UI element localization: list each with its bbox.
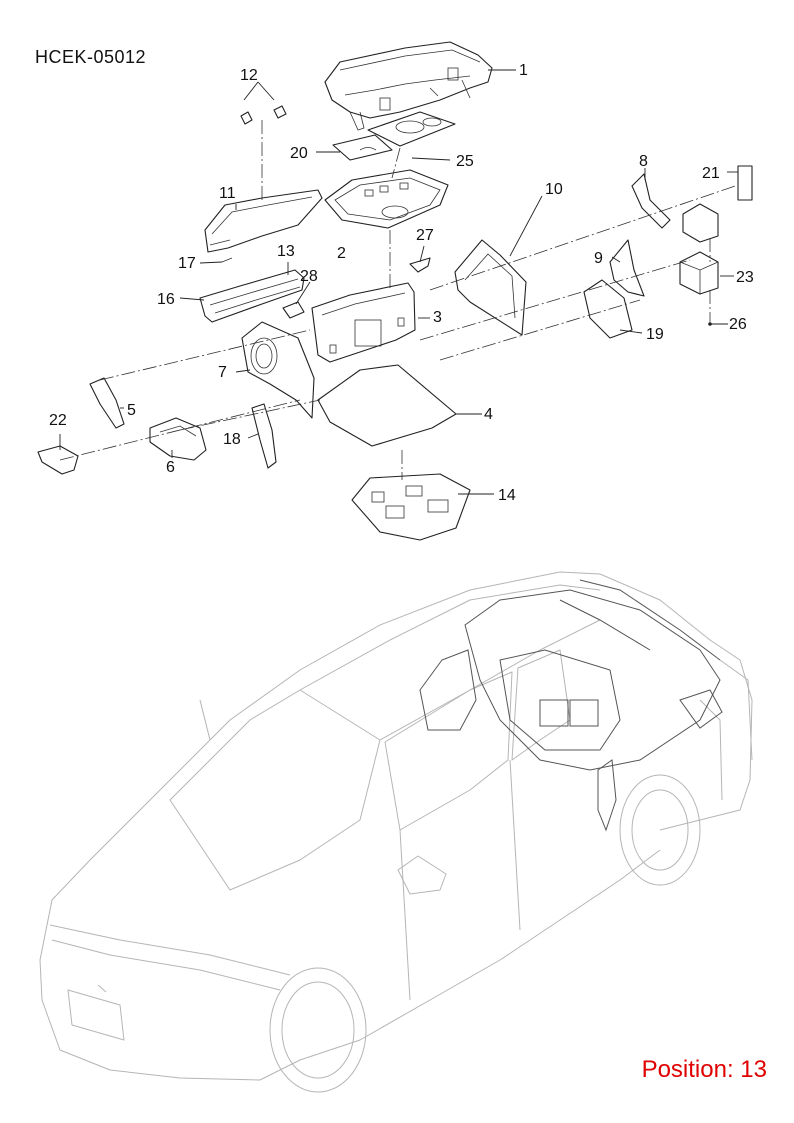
callout-numbers: 1 2 3 4 5 6 7 8 9 10 11 12 13 14 16 17 1…	[49, 62, 754, 504]
part-28-bracket	[282, 301, 305, 319]
part-25-tray	[367, 111, 456, 147]
callout-7: 7	[218, 364, 227, 381]
vehicle-outline	[39, 571, 753, 1093]
diagram-code: HCEK-05012	[35, 47, 146, 67]
callout-23: 23	[736, 269, 754, 286]
part-7-speaker-panel	[241, 321, 315, 419]
leader-lines	[59, 69, 738, 495]
callout-1: 1	[519, 62, 528, 79]
part-3-rear-panel	[311, 282, 416, 363]
vehicle-trunk-detail	[419, 579, 723, 832]
part-22-bracket	[37, 445, 79, 475]
callout-26: 26	[729, 316, 747, 333]
callout-18: 18	[223, 431, 241, 448]
callout-3: 3	[433, 309, 442, 326]
part-6-bracket	[149, 417, 207, 461]
callout-2: 2	[337, 245, 346, 262]
callout-6: 6	[166, 459, 175, 476]
assembly-dash-lines	[59, 120, 739, 480]
part-18-trim	[251, 403, 277, 469]
callout-14: 14	[498, 487, 516, 504]
part-16-sill-trim	[199, 269, 305, 323]
part-9-bracket	[609, 239, 645, 297]
callout-19: 19	[646, 326, 664, 343]
part-21-bracket	[682, 203, 719, 243]
callout-22: 22	[49, 412, 67, 429]
callout-13: 13	[277, 243, 295, 260]
part-5-trim	[89, 377, 125, 429]
callout-8: 8	[639, 153, 648, 170]
part-27-hook	[409, 257, 431, 273]
callout-9: 9	[594, 250, 603, 267]
callout-11: 11	[219, 185, 236, 202]
part-20-cover	[332, 134, 393, 161]
callout-25: 25	[456, 153, 474, 170]
callout-16: 16	[157, 291, 175, 308]
part-23-bracket	[679, 251, 719, 295]
position-label: Position: 13	[642, 1056, 767, 1083]
part-21-panel	[737, 165, 753, 201]
part-2-floor-tray	[324, 169, 449, 229]
part-10-quarter-trim	[454, 239, 527, 336]
part-11-upper-trim	[204, 189, 323, 253]
part-12-clips	[240, 105, 287, 125]
callout-20: 20	[290, 145, 308, 162]
part-14-storage-tray	[351, 473, 471, 541]
part-8-pillar-trim	[631, 173, 671, 229]
callout-28: 28	[300, 268, 318, 285]
callout-17: 17	[178, 255, 196, 272]
part-19-cover	[583, 279, 633, 339]
callout-21: 21	[702, 165, 720, 182]
callout-4: 4	[484, 406, 493, 423]
callout-27: 27	[416, 227, 434, 244]
callout-12: 12	[240, 67, 258, 84]
part-4-floor-mat	[317, 364, 457, 447]
callout-10: 10	[545, 181, 563, 198]
callout-5: 5	[127, 402, 136, 419]
part-1-parcel-shelf	[324, 41, 493, 131]
part-17-pin	[221, 257, 233, 263]
